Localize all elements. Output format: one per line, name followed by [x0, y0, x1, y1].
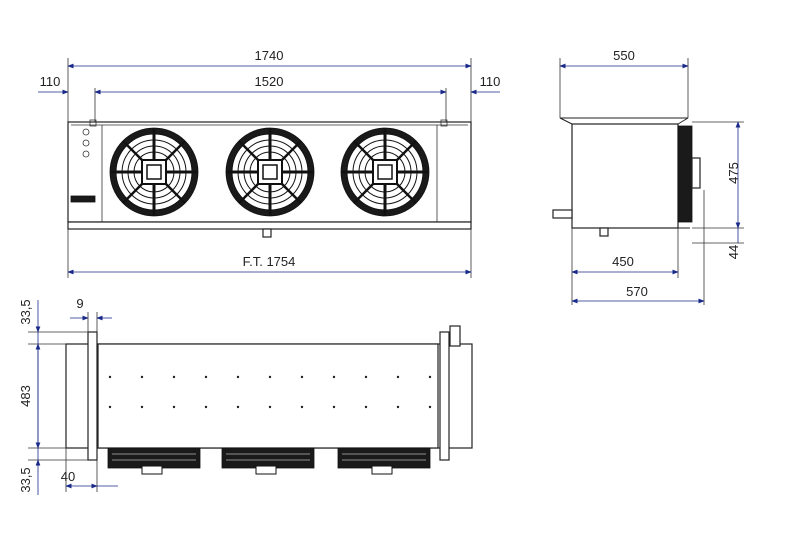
- side-height-label: 475: [726, 162, 741, 184]
- front-view: 1740 1520 110 110: [38, 48, 500, 278]
- plan-top-margin-label: 33,5: [18, 299, 33, 324]
- connection-pipe: [552, 209, 573, 219]
- bracket-right: [439, 331, 450, 461]
- plan-bottom-margin-label: 33,5: [18, 467, 33, 492]
- unit-body-side: [571, 123, 679, 229]
- fixing-span-label: 1520: [255, 74, 284, 89]
- fan-3: [340, 127, 430, 217]
- nameplate: [70, 195, 96, 203]
- fixing-points: [108, 375, 432, 409]
- plan-view: 33,5 483 33,5 9 40: [18, 296, 473, 495]
- fan-guard-side: [677, 125, 693, 223]
- drip-tray-front: [67, 221, 472, 230]
- plan-body-width-label: 483: [18, 385, 33, 407]
- side-view: 550 475 44 450 570: [552, 48, 744, 305]
- fan-housing-1: [107, 447, 201, 475]
- overall-length-label: 1740: [255, 48, 284, 63]
- fan-2: [225, 127, 315, 217]
- side-depth-outer-label: 570: [626, 284, 648, 299]
- fan-1: [109, 127, 199, 217]
- fan-housing-2: [221, 447, 315, 475]
- fan-housing-3: [337, 447, 431, 475]
- total-length-label: F.T. 1754: [243, 254, 296, 269]
- bracket-left: [87, 331, 98, 461]
- drain-fitting: [262, 228, 272, 238]
- side-depth-top-label: 550: [613, 48, 635, 63]
- side-base-offset-label: 44: [726, 245, 741, 259]
- right-overhang-label: 110: [480, 74, 501, 89]
- plan-bracket-offset-label: 40: [61, 469, 75, 484]
- plan-bracket-width-label: 9: [76, 296, 83, 311]
- side-depth-inner-label: 450: [612, 254, 634, 269]
- left-overhang-label: 110: [40, 74, 61, 89]
